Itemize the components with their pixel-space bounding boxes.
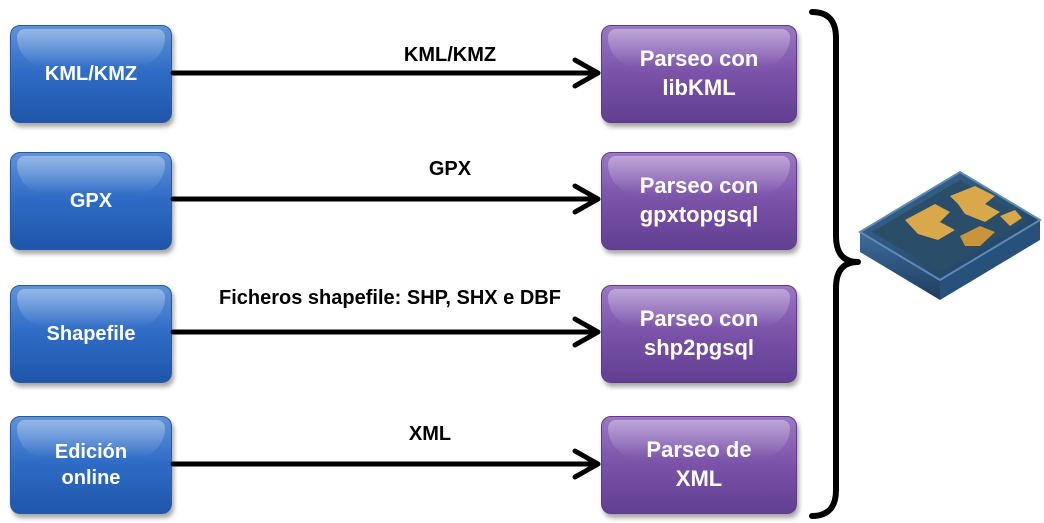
edge-label-gpx: GPX <box>428 158 472 180</box>
source-label: GPX <box>69 190 113 212</box>
parser-box-gpxtopgsql: Parseo con gpxtopgsql <box>601 152 797 250</box>
right-brace <box>809 9 861 519</box>
edge-label-xml: XML <box>408 423 452 445</box>
parser-label: Parseo con gpxtopgsql <box>639 173 759 227</box>
arrow-shapefile <box>170 316 601 348</box>
edge-label-kml: KML/KMZ <box>403 44 497 66</box>
arrow-gpx <box>170 183 601 215</box>
parser-label: Parseo con shp2pgsql <box>639 306 759 360</box>
source-label: Shapefile <box>46 323 136 345</box>
parser-label: Parseo de XML <box>646 437 752 491</box>
source-label: KML/KMZ <box>44 63 138 85</box>
parser-label: Parseo con libKML <box>639 46 759 100</box>
source-label: Edición online <box>54 441 128 489</box>
edge-label-shapefile: Ficheros shapefile: SHP, SHX e DBF <box>219 287 561 309</box>
arrow-kml <box>170 57 601 89</box>
arrow-xml <box>170 448 601 480</box>
